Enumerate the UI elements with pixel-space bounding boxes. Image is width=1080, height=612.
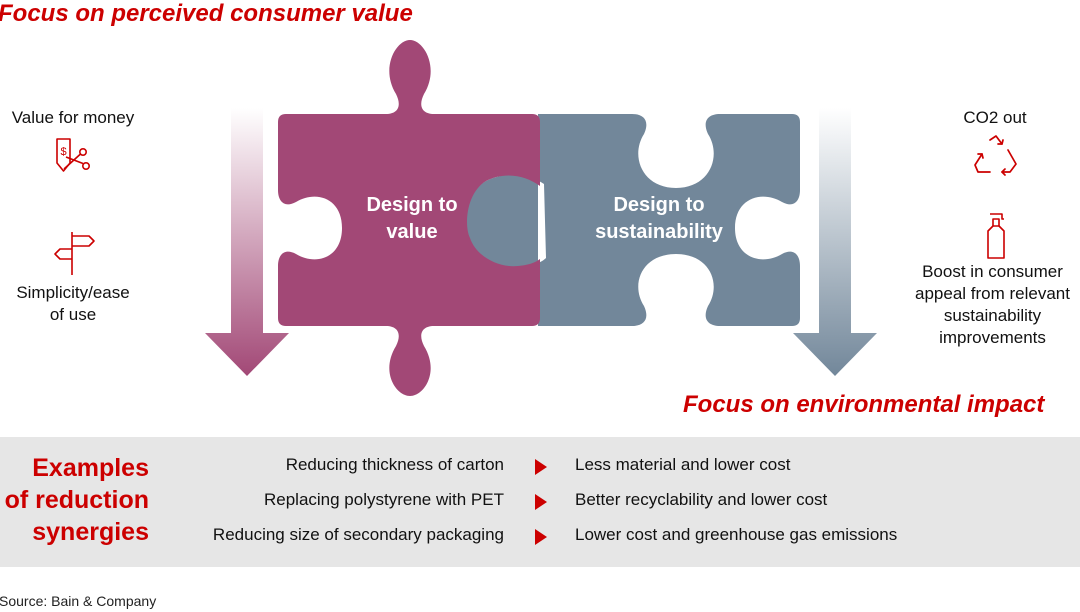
puzzle-graphic [278, 40, 800, 396]
co2-out-label: CO2 out [963, 108, 1027, 127]
example-action-1: Reducing thickness of carton [285, 455, 504, 474]
example-result-2: Better recyclability and lower cost [575, 490, 828, 509]
arrow-right-icon [535, 529, 547, 545]
design-to-value-piece [278, 40, 540, 396]
price-tag-scissors-icon: $ [56, 138, 90, 172]
simplicity-label: Simplicity/ease of use [16, 283, 130, 324]
recycle-icon [974, 135, 1017, 176]
consumer-appeal-label: Boost in consumer appeal from relevant s… [915, 262, 1070, 347]
heading-consumer-value: Focus on perceived consumer value [0, 0, 413, 27]
environmental-impact-arrow [793, 108, 877, 376]
example-result-1: Less material and lower cost [575, 455, 791, 474]
arrow-right-icon [535, 459, 547, 475]
heading-environmental-impact: Focus on environmental impact [683, 391, 1045, 418]
design-to-value-label: Design to value [366, 194, 458, 243]
bottle-icon [987, 213, 1005, 259]
consumer-value-arrow [205, 108, 289, 376]
example-action-2: Replacing polystyrene with PET [263, 490, 504, 509]
signpost-icon [54, 232, 95, 275]
source-note: Source: Bain & Company [0, 593, 157, 609]
design-to-sustainability-label: Design to sustainability [595, 194, 723, 243]
value-for-money-label: Value for money [11, 108, 135, 127]
design-to-sustainability-piece [465, 114, 800, 326]
examples-title: Examples of reduction synergies [4, 454, 149, 546]
example-action-3: Reducing size of secondary packaging [212, 525, 504, 544]
arrow-right-icon [535, 494, 547, 510]
svg-text:$: $ [60, 146, 66, 158]
example-result-3: Lower cost and greenhouse gas emissions [575, 525, 898, 544]
